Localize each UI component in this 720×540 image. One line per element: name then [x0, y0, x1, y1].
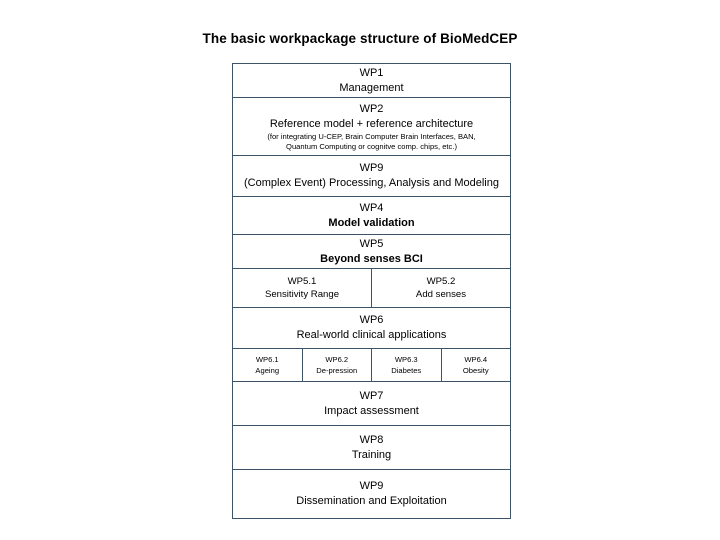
wp9-name: Dissemination and Exploitation — [296, 495, 447, 507]
wp5-name: Beyond senses BCI — [320, 252, 423, 265]
workpackage-box-wp6-4: WP6.4 Obesity — [442, 349, 511, 381]
wp7-name: Impact assessment — [324, 404, 419, 417]
workpackage-box-wp6-2: WP6.2 De-pression — [303, 349, 372, 381]
wp6-code: WP6 — [359, 314, 384, 326]
wp5-code: WP5 — [359, 237, 384, 250]
wp6-name: Real-world clinical applications — [296, 329, 447, 341]
workpackage-box-wp3: WP9 (Complex Event) Processing, Analysis… — [233, 156, 510, 197]
workpackage-subrow-wp6: WP6.1 Ageing WP6.2 De-pression WP6.3 Dia… — [233, 349, 510, 382]
wp2-code: WP2 — [359, 102, 384, 115]
wp3-code: WP9 — [359, 162, 384, 174]
wp5-1-name: Sensitivity Range — [264, 289, 340, 300]
wp4-name: Model validation — [328, 216, 415, 229]
workpackage-box-wp8: WP8 Training — [233, 426, 510, 470]
wp1-code: WP1 — [359, 66, 384, 79]
wp6-4-code: WP6.4 — [464, 355, 488, 364]
wp4-code: WP4 — [359, 201, 384, 214]
workpackage-structure-diagram: WP1 Management WP2 Reference model + ref… — [232, 63, 511, 519]
workpackage-box-wp2: WP2 Reference model + reference architec… — [233, 98, 510, 156]
wp8-name: Training — [351, 448, 392, 461]
wp5-2-name: Add senses — [415, 289, 467, 300]
workpackage-box-wp4: WP4 Model validation — [233, 197, 510, 235]
wp6-2-code: WP6.2 — [325, 355, 349, 364]
wp6-2-name: De-pression — [316, 366, 358, 375]
wp2-note-line-1: (for integrating U-CEP, Brain Computer B… — [267, 131, 476, 141]
wp7-code: WP7 — [359, 389, 384, 402]
wp6-3-code: WP6.3 — [394, 355, 418, 364]
workpackage-box-wp6: WP6 Real-world clinical applications — [233, 308, 510, 349]
wp6-1-name: Ageing — [255, 366, 280, 375]
wp2-name: Reference model + reference architecture — [269, 117, 474, 130]
workpackage-box-wp6-3: WP6.3 Diabetes — [372, 349, 442, 381]
wp6-4-name: Obesity — [462, 366, 489, 375]
workpackage-box-wp5-1: WP5.1 Sensitivity Range — [233, 269, 372, 307]
wp5-1-code: WP5.1 — [287, 276, 317, 287]
wp6-3-name: Diabetes — [391, 366, 422, 375]
wp9-code: WP9 — [359, 480, 384, 492]
workpackage-box-wp7: WP7 Impact assessment — [233, 382, 510, 426]
workpackage-subrow-wp5: WP5.1 Sensitivity Range WP5.2 Add senses — [233, 269, 510, 308]
workpackage-box-wp9: WP9 Dissemination and Exploitation — [233, 470, 510, 519]
wp1-name: Management — [339, 81, 404, 94]
workpackage-box-wp1: WP1 Management — [233, 64, 510, 98]
workpackage-box-wp5: WP5 Beyond senses BCI — [233, 235, 510, 269]
workpackage-box-wp5-2: WP5.2 Add senses — [372, 269, 510, 307]
wp2-note-line-2: Quantum Computing or cognitve comp. chip… — [286, 141, 457, 151]
page-title: The basic workpackage structure of BioMe… — [202, 31, 518, 46]
wp3-name: (Complex Event) Processing, Analysis and… — [244, 177, 499, 189]
wp6-1-code: WP6.1 — [255, 355, 279, 364]
wp5-2-code: WP5.2 — [426, 276, 456, 287]
workpackage-box-wp6-1: WP6.1 Ageing — [233, 349, 303, 381]
wp8-code: WP8 — [359, 433, 384, 446]
